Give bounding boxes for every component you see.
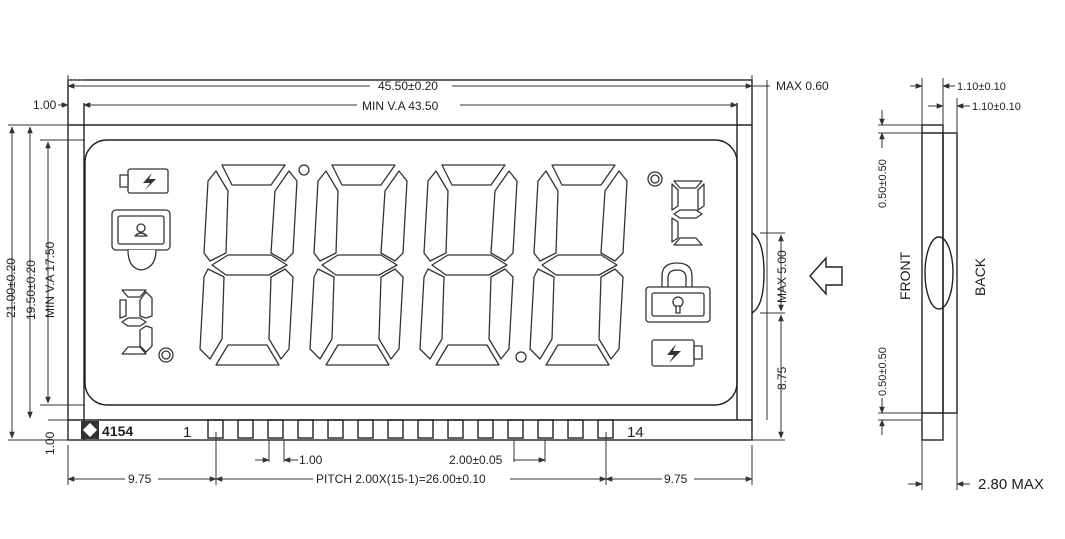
pin [297,419,314,439]
side-tab [751,232,765,314]
segment-b [600,170,628,262]
dim-inner-height: 19.50±0.20 [24,260,38,320]
pin [537,419,554,439]
pin [567,419,584,439]
pin [507,419,524,439]
dim-overall-width: 45.50±0.20 [378,79,438,93]
viewing-area [84,139,738,406]
segment-c [488,268,514,360]
view-direction-arrow [809,256,843,296]
segment-d [545,344,610,366]
pin [267,419,284,439]
part-number: 4154 [102,423,133,439]
pin-label-last: 14 [627,424,644,441]
dim-pin-width: 1.00 [299,453,323,467]
segment-b [380,170,408,262]
segment-g [431,254,508,276]
battery-charging-icon-right [651,339,703,367]
segment-a [551,164,616,186]
side-second-glass: 1.10±0.10 [972,101,1021,113]
padlock-icon [645,262,711,323]
segment-a [331,164,396,186]
dim-left-margin: 1.00 [33,98,57,112]
segment-g [211,254,288,276]
side-back-glass [942,132,958,414]
alarm-bell-icon [111,209,171,271]
front-view: 4154 1 14 [67,79,765,441]
pin [447,419,464,439]
side-lower-gap: 0.50±0.50 [877,347,889,396]
pin [237,419,254,439]
side-view: 1.10±0.10 1.10±0.10 0.50±0.50 0.50±0.50 … [877,78,1044,493]
pin-label-first: 1 [183,424,191,441]
segment-f [533,170,559,262]
segment-e [199,268,225,360]
digit-3 [419,164,518,366]
side-seal [924,236,954,310]
dimension-lines: 45.50±0.20 MAX 0.60 MIN V.A 43.50 1.00 2… [4,75,829,486]
digit-1 [199,164,298,366]
pin [477,419,494,439]
segment-e [309,268,335,360]
dim-tab-offset: 8.75 [775,366,789,390]
side-front-label: FRONT [897,251,913,300]
segment-e [529,268,555,360]
segment-c [598,268,624,360]
segment-a [221,164,286,186]
digit-4 [529,164,628,366]
small-degree-inner [161,350,171,360]
side-upper-gap: 0.50±0.50 [877,159,889,208]
pin-row [207,419,614,439]
side-top-glass: 1.10±0.10 [957,81,1006,93]
degree-inner [650,174,660,184]
segment-f [313,170,339,262]
segment-d [435,344,500,366]
side-back-label: BACK [972,257,988,296]
segment-b [490,170,518,262]
segment-c [378,268,404,360]
decimal-point [515,351,527,363]
part-number-block: 4154 [81,421,133,439]
dim-bottom-margin: 1.00 [43,431,57,455]
small-segment-right [671,180,705,246]
battery-charging-icon [119,168,169,194]
pin [357,419,374,439]
dim-pitch-formula: PITCH 2.00X(15-1)=26.00±0.10 [316,472,486,486]
pin [327,419,344,439]
segment-b [270,170,298,262]
segment-g [321,254,398,276]
dim-left-offset: 9.75 [128,472,152,486]
segment-d [325,344,390,366]
dim-overall-height: 21.00±0.20 [4,258,18,318]
dim-pin-pitch: 2.00±0.05 [449,453,503,467]
segment-e [419,268,445,360]
side-thickness: 2.80 MAX [978,476,1044,493]
segment-f [203,170,229,262]
dim-va-height: MIN V.A 17.50 [43,241,57,318]
small-segment-left [119,289,153,355]
digit-2 [309,164,408,366]
segment-a [441,164,506,186]
pin [417,419,434,439]
colon-dot-top [298,164,310,176]
seven-segment-digits [199,164,628,366]
segment-d [215,344,280,366]
pin [387,419,404,439]
dim-tab-height: MAX 5.00 [775,250,789,303]
segment-c [268,268,294,360]
dim-right-offset: 9.75 [664,472,688,486]
segment-g [541,254,618,276]
dim-va-width: MIN V.A 43.50 [362,99,439,113]
segment-f [423,170,449,262]
glass-outline [67,79,753,441]
dim-max-top: MAX 0.60 [776,79,829,93]
